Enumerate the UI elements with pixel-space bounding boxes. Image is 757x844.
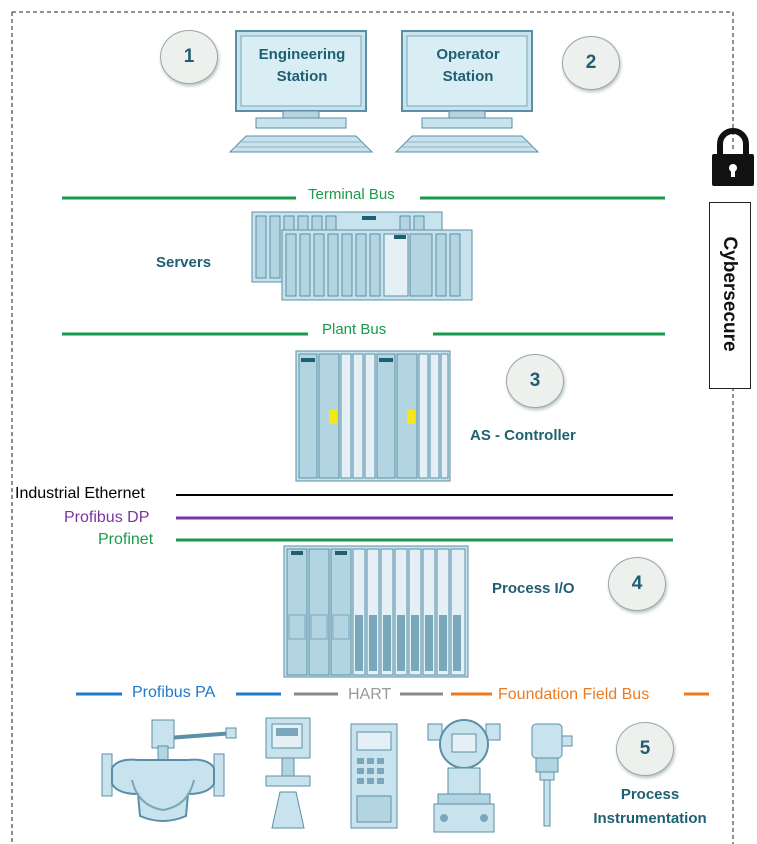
profibus-dp-label: Profibus DP: [64, 509, 150, 526]
as-controller: [295, 350, 451, 482]
instrumentation-label: Process Instrumentation: [580, 783, 720, 831]
plant-bus-label: Plant Bus: [322, 321, 387, 338]
operator-station-computer: [394, 30, 540, 153]
industrial-ethernet-label: Industrial Ethernet: [15, 485, 145, 502]
hart-label: HART: [348, 686, 392, 703]
pressure-transmitter-icon: [427, 719, 501, 833]
cybersecure-box: [709, 202, 751, 389]
coriolis-flowmeter-icon: [101, 719, 237, 822]
process-io: [283, 545, 469, 678]
instrumentation-line1: Process: [620, 786, 680, 803]
operator-line2: Station: [442, 68, 494, 85]
terminal-bus-label: Terminal Bus: [308, 186, 395, 203]
fieldbus-lines: [176, 494, 673, 542]
lock-icon: [712, 128, 754, 186]
controller-label: AS - Controller: [470, 427, 576, 444]
badge-4: 4: [608, 557, 666, 611]
terminal-bus-line: [62, 196, 665, 200]
operator-line1: Operator: [436, 46, 500, 63]
engineering-station-label: Engineering Station: [242, 44, 362, 88]
foundation-label: Foundation Field Bus: [498, 686, 650, 703]
engineering-station-computer: [228, 30, 374, 153]
engineering-line2: Station: [276, 68, 328, 85]
operator-station-label: Operator Station: [408, 44, 528, 88]
engineering-line1: Engineering: [258, 46, 346, 63]
profinet-label: Profinet: [98, 531, 154, 548]
profibus-pa-label: Profibus PA: [132, 684, 216, 701]
servers-label: Servers: [156, 254, 212, 271]
radar-level-transmitter-icon: [265, 717, 311, 829]
badge-3: 3: [506, 354, 564, 408]
servers-rack: [251, 211, 473, 301]
device-bus-lines: [76, 692, 709, 696]
badge-2: 2: [562, 36, 620, 90]
badge-5: 5: [616, 722, 674, 776]
instrumentation-line2: Instrumentation: [593, 810, 707, 827]
process-io-label: Process I/O: [492, 580, 575, 597]
controller-panel-icon: [350, 723, 398, 829]
level-switch-icon: [531, 723, 573, 827]
badge-1: 1: [160, 30, 218, 84]
plant-bus-line: [62, 332, 665, 336]
